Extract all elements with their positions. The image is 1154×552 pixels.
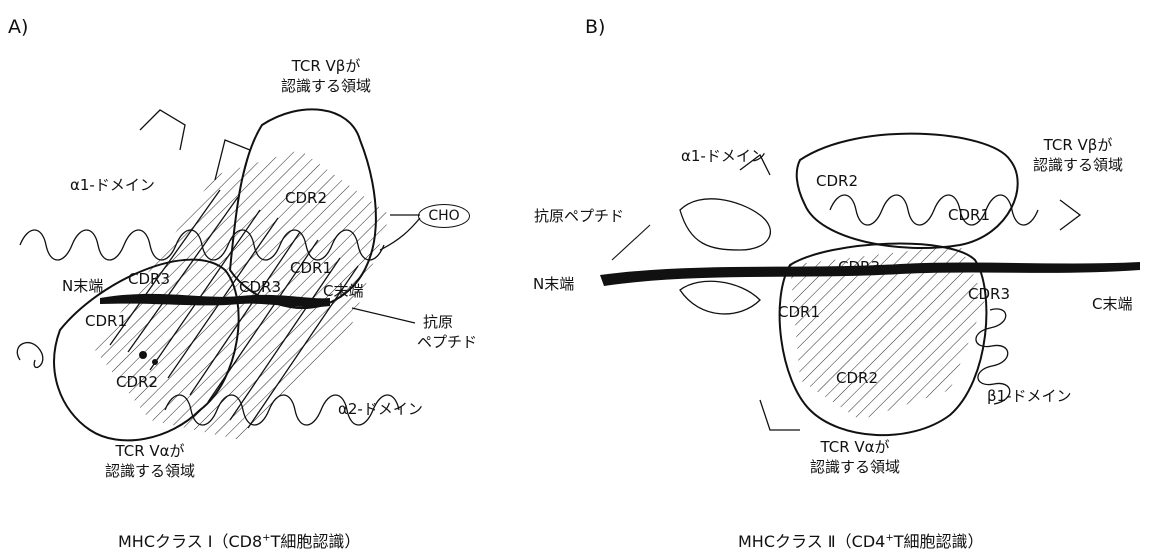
panel-b-tcr-valpha-label: TCR Vαが 認識する領域: [795, 437, 915, 477]
panel-b-alpha1-domain-label: α1-ドメイン: [681, 146, 766, 166]
panel-b-cdr1-top-label: CDR1: [948, 205, 990, 225]
panel-b-cdr3-center-label: CDR3: [838, 257, 880, 277]
panel-b-cdr2-bottom-label: CDR2: [836, 368, 878, 388]
panel-a-cdr1-left-label: CDR1: [85, 311, 127, 331]
panel-a-tcr-valpha-line2: 認識する領域: [90, 461, 210, 481]
panel-b-tcr-vbeta-line2: 認識する領域: [1018, 155, 1138, 175]
panel-b-n-terminus-label: N末端: [533, 274, 574, 294]
panel-a-letter: A): [8, 16, 28, 38]
panel-a-cho-label: CHO: [418, 204, 470, 228]
panel-a-antigen-line2: ペプチド: [417, 332, 477, 352]
panel-a-tcr-vbeta-line1: TCR Vβが: [266, 56, 386, 76]
panel-b-antigen-peptide-label: 抗原ペプチド: [534, 206, 624, 226]
panel-a-caption: MHCクラス Ⅰ（CD8+T細胞認識）: [118, 528, 360, 552]
panel-a-cdr2-top-label: CDR2: [285, 188, 327, 208]
panel-b-letter: B): [585, 16, 605, 38]
panel-a-cdr1-right-label: CDR1: [290, 258, 332, 278]
panel-b-c-terminus-label: C末端: [1092, 294, 1132, 314]
panel-a-antigen-peptide-label: 抗原 ペプチド: [417, 312, 477, 352]
panel-b-tcr-valpha-line1: TCR Vαが: [795, 437, 915, 457]
panel-a-tcr-valpha-line1: TCR Vαが: [90, 441, 210, 461]
panel-b-alpha1-helix: [830, 195, 1038, 225]
panel-a-alpha1-domain-label: α1-ドメイン: [70, 175, 155, 195]
panel-a-c-terminus-label: C末端: [323, 281, 363, 301]
panel-a-cdr3-right-label: CDR3: [239, 277, 281, 297]
panel-b-tcr-vbeta-label: TCR Vβが 認識する領域: [1018, 135, 1138, 175]
panel-a-tcr-vbeta-line2: 認識する領域: [266, 76, 386, 96]
panel-a-cdr3-left-label: CDR3: [128, 269, 170, 289]
panel-b-beta1-domain-label: β1-ドメイン: [987, 386, 1072, 406]
panel-a-cdr2-bottom-label: CDR2: [116, 372, 158, 392]
panel-a-tcr-vbeta-label: TCR Vβが 認識する領域: [266, 56, 386, 96]
panel-a-structure: [17, 109, 420, 440]
panel-a-n-terminus-label: N末端: [62, 276, 103, 296]
panel-a-alpha2-domain-label: α2-ドメイン: [338, 399, 423, 419]
panel-b-cdr2-top-label: CDR2: [816, 171, 858, 191]
panel-b-cdr3-right-label: CDR3: [968, 284, 1010, 304]
panel-a-tcr-valpha-label: TCR Vαが 認識する領域: [90, 441, 210, 481]
panel-b-caption: MHCクラス Ⅱ（CD4+T細胞認識）: [738, 528, 984, 552]
panel-b-tcr-valpha-line2: 認識する領域: [795, 457, 915, 477]
panel-b-tcr-vbeta-line1: TCR Vβが: [1018, 135, 1138, 155]
panel-b-cdr1-left-label: CDR1: [778, 302, 820, 322]
panel-a-antigen-line1: 抗原: [417, 312, 477, 332]
